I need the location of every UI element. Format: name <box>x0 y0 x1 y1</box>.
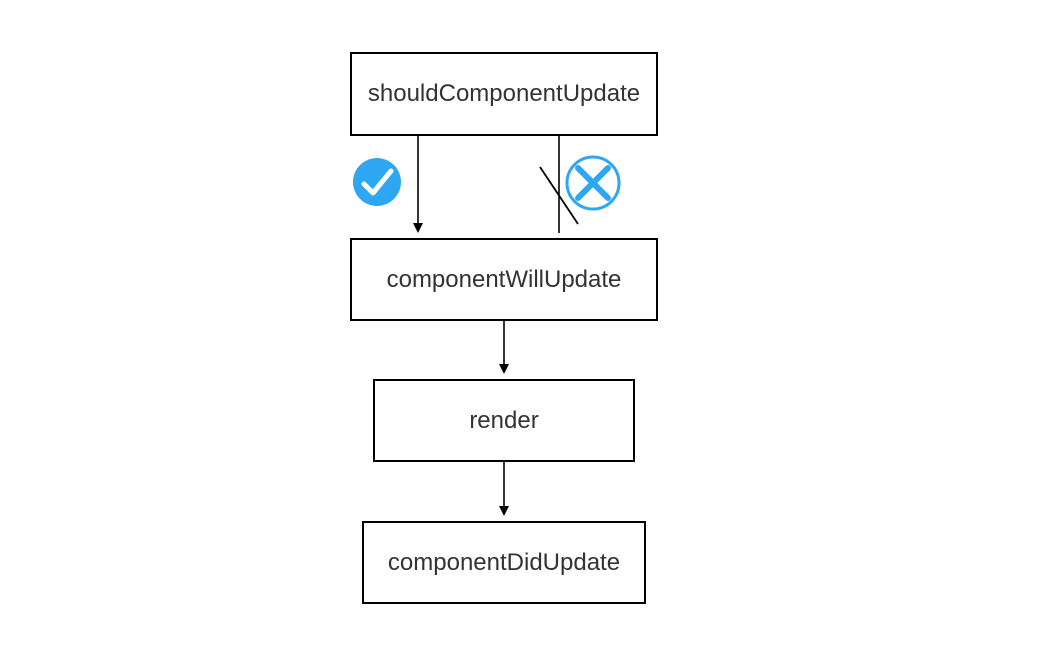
node-render: render <box>373 379 635 462</box>
check-circle-icon <box>353 158 401 206</box>
node-label-component-did-update: componentDidUpdate <box>387 548 621 576</box>
node-should-component-update: shouldComponentUpdate <box>350 52 658 136</box>
edge-block-slash <box>539 166 579 225</box>
node-label-render: render <box>469 406 539 434</box>
x-circle-icon <box>565 155 621 211</box>
node-label-component-will-update: componentWillUpdate <box>386 265 622 293</box>
node-component-will-update: componentWillUpdate <box>350 238 658 321</box>
node-label-should-component-update: shouldComponentUpdate <box>367 80 641 107</box>
node-component-did-update: componentDidUpdate <box>362 521 646 604</box>
